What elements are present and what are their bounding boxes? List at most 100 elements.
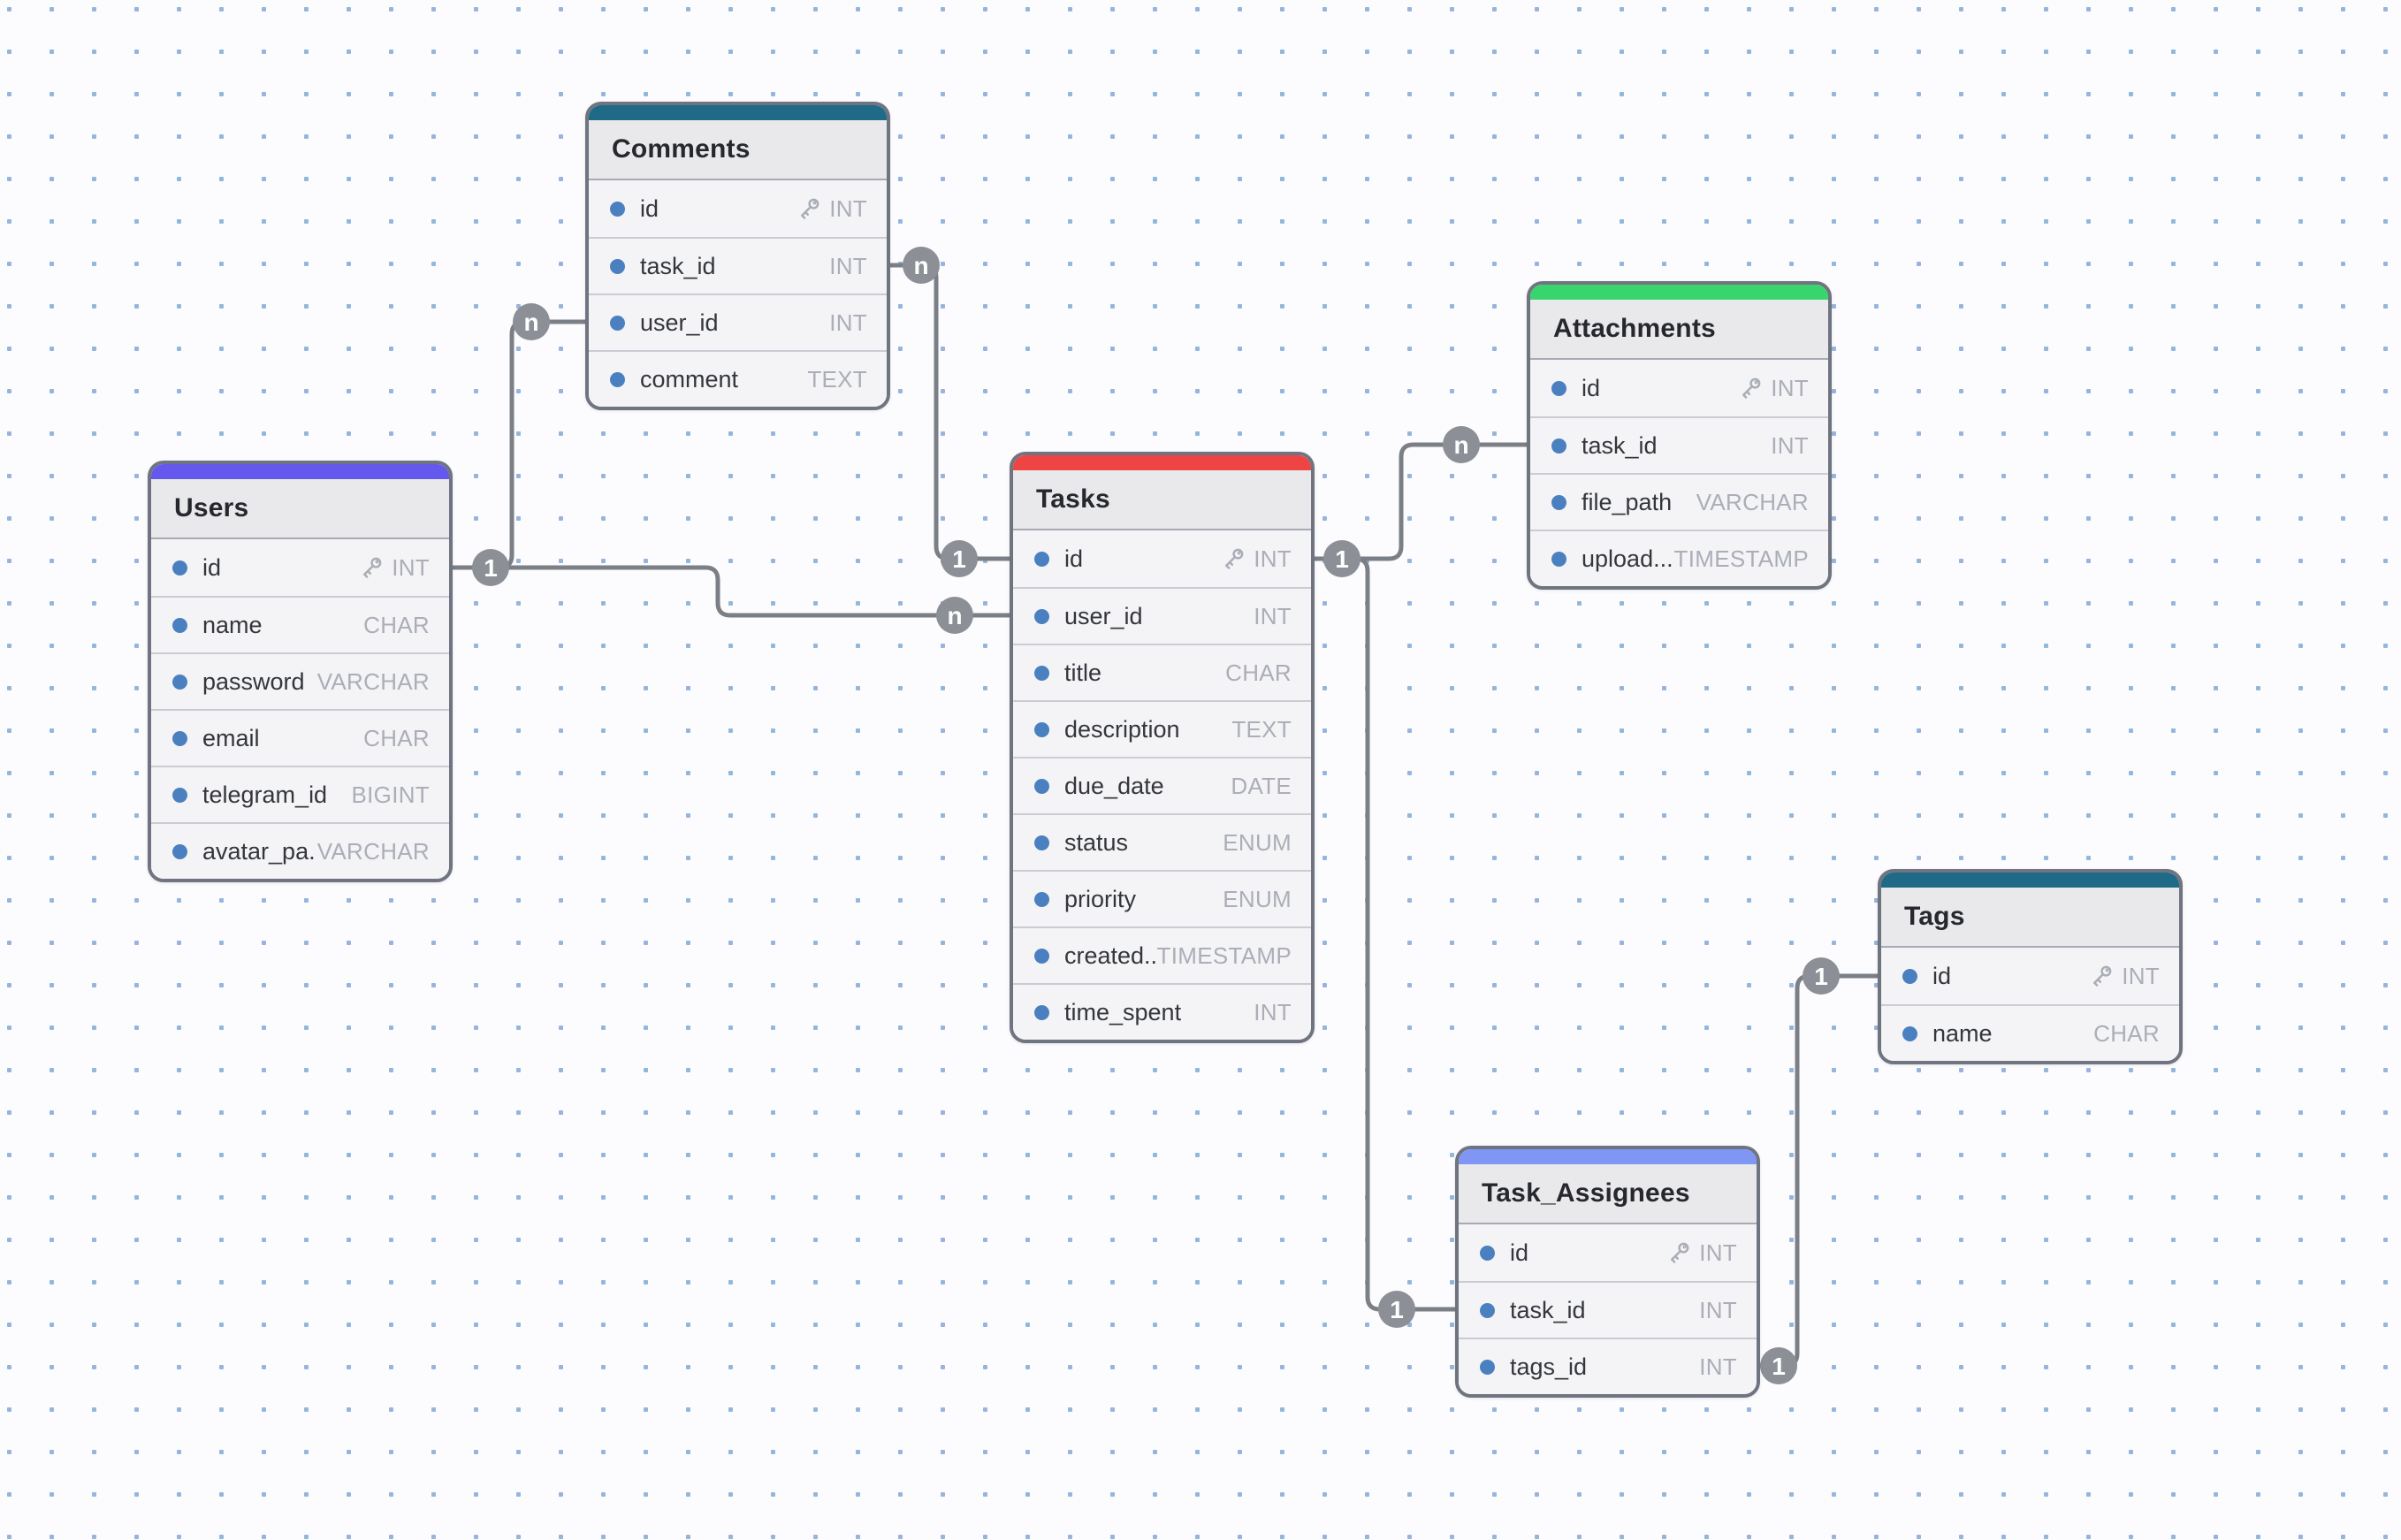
- svg-text:1: 1: [1335, 545, 1349, 573]
- table-title[interactable]: Tags: [1881, 888, 2179, 948]
- field-row-id[interactable]: id INT: [151, 539, 449, 596]
- table-tasks[interactable]: Tasks id INT user_id INT title CHAR: [1010, 452, 1315, 1043]
- cardinality-marker-1: 1: [1378, 1291, 1415, 1328]
- field-name: user_id: [640, 309, 829, 337]
- table-rows: id INT name CHAR password VARCHAR email: [151, 539, 449, 879]
- field-row-name[interactable]: name CHAR: [151, 596, 449, 652]
- field-type-label: INT: [1254, 999, 1292, 1026]
- field-type: TEXT: [1231, 716, 1292, 743]
- svg-text:n: n: [1453, 431, 1468, 459]
- table-title[interactable]: Task_Assignees: [1459, 1164, 1757, 1224]
- field-type: ENUM: [1223, 829, 1292, 857]
- field-row-avatar_pa[interactable]: avatar_pa... VARCHAR: [151, 822, 449, 879]
- field-name: id: [1064, 545, 1221, 573]
- field-row-id[interactable]: id INT: [1530, 360, 1828, 416]
- field-dot-icon: [172, 788, 187, 803]
- cardinality-marker-1: 1: [941, 540, 978, 577]
- field-name: telegram_id: [202, 781, 352, 809]
- primary-key-icon: [1738, 376, 1763, 400]
- field-type-label: CHAR: [363, 725, 430, 752]
- field-type: VARCHAR: [1696, 489, 1809, 516]
- field-row-due_date[interactable]: due_date DATE: [1013, 757, 1311, 813]
- field-row-file_path[interactable]: file_path VARCHAR: [1530, 473, 1828, 530]
- table-accent-bar: [1013, 455, 1311, 470]
- table-title[interactable]: Comments: [589, 120, 887, 180]
- field-name: id: [640, 195, 797, 223]
- table-title[interactable]: Attachments: [1530, 300, 1828, 360]
- field-dot-icon: [172, 560, 187, 576]
- field-type-label: TIMESTAMP: [1157, 942, 1292, 970]
- field-row-task_id[interactable]: task_id INT: [1459, 1281, 1757, 1338]
- field-type: INT: [797, 195, 867, 223]
- field-type: CHAR: [1225, 659, 1292, 687]
- field-dot-icon: [1551, 381, 1566, 396]
- field-type-label: INT: [2122, 963, 2160, 990]
- field-row-telegram_id[interactable]: telegram_id BIGINT: [151, 766, 449, 822]
- field-type-label: INT: [1699, 1239, 1737, 1267]
- field-dot-icon: [610, 202, 625, 217]
- field-type: INT: [1221, 545, 1292, 573]
- field-dot-icon: [1034, 779, 1049, 794]
- field-row-status[interactable]: status ENUM: [1013, 813, 1311, 870]
- table-task_assignees[interactable]: Task_Assignees id INT task_id INT tags_i…: [1455, 1146, 1760, 1398]
- field-type-label: TEXT: [1231, 716, 1292, 743]
- primary-key-icon: [797, 196, 821, 221]
- field-type-label: INT: [829, 309, 867, 337]
- field-dot-icon: [1034, 835, 1049, 850]
- field-name: avatar_pa...: [202, 838, 317, 865]
- field-row-id[interactable]: id INT: [1013, 530, 1311, 587]
- field-row-user_id[interactable]: user_id INT: [589, 294, 887, 350]
- field-type: VARCHAR: [317, 838, 430, 865]
- field-dot-icon: [1034, 609, 1049, 624]
- field-row-comment[interactable]: comment TEXT: [589, 350, 887, 407]
- field-row-created[interactable]: created... TIMESTAMP: [1013, 926, 1311, 983]
- table-users[interactable]: Users id INT name CHAR password VARCHAR: [148, 461, 453, 882]
- field-row-user_id[interactable]: user_id INT: [1013, 587, 1311, 644]
- field-row-password[interactable]: password VARCHAR: [151, 652, 449, 709]
- table-tags[interactable]: Tags id INT name CHAR: [1878, 869, 2183, 1064]
- field-dot-icon: [1034, 722, 1049, 737]
- table-comments[interactable]: Comments id INT task_id INT user_id INT: [585, 102, 890, 410]
- field-type-label: TEXT: [807, 366, 867, 393]
- table-title[interactable]: Tasks: [1013, 470, 1311, 530]
- field-type: VARCHAR: [317, 668, 430, 696]
- field-row-tags_id[interactable]: tags_id INT: [1459, 1338, 1757, 1394]
- svg-text:1: 1: [1772, 1353, 1786, 1380]
- field-type: TIMESTAMP: [1674, 545, 1809, 573]
- field-row-description[interactable]: description TEXT: [1013, 700, 1311, 757]
- field-type: TEXT: [807, 366, 867, 393]
- field-row-name[interactable]: name CHAR: [1881, 1004, 2179, 1061]
- field-row-priority[interactable]: priority ENUM: [1013, 870, 1311, 926]
- field-row-time_spent[interactable]: time_spent INT: [1013, 983, 1311, 1040]
- field-row-task_id[interactable]: task_id INT: [589, 237, 887, 294]
- field-row-email[interactable]: email CHAR: [151, 709, 449, 766]
- svg-text:1: 1: [952, 545, 966, 573]
- field-dot-icon: [172, 844, 187, 859]
- cardinality-marker-n: n: [1443, 426, 1480, 463]
- field-dot-icon: [172, 731, 187, 746]
- field-row-upload[interactable]: upload... TIMESTAMP: [1530, 530, 1828, 586]
- table-attachments[interactable]: Attachments id INT task_id INT file_path…: [1527, 281, 1832, 590]
- field-type-label: CHAR: [363, 612, 430, 639]
- field-type: INT: [1738, 375, 1809, 402]
- field-type-label: VARCHAR: [317, 838, 430, 865]
- field-row-title[interactable]: title CHAR: [1013, 644, 1311, 700]
- field-row-id[interactable]: id INT: [589, 180, 887, 237]
- field-dot-icon: [1034, 1005, 1049, 1020]
- field-row-id[interactable]: id INT: [1881, 948, 2179, 1004]
- field-row-id[interactable]: id INT: [1459, 1224, 1757, 1281]
- table-title[interactable]: Users: [151, 479, 449, 539]
- field-type-label: VARCHAR: [1696, 489, 1809, 516]
- table-rows: id INT task_id INT user_id INT comment: [589, 180, 887, 407]
- field-name: id: [1510, 1239, 1666, 1267]
- primary-key-icon: [359, 555, 384, 580]
- field-dot-icon: [1551, 552, 1566, 567]
- field-name: time_spent: [1064, 999, 1254, 1026]
- field-name: file_path: [1582, 489, 1696, 516]
- field-dot-icon: [610, 372, 625, 387]
- field-row-task_id[interactable]: task_id INT: [1530, 416, 1828, 473]
- field-type-label: TIMESTAMP: [1674, 545, 1809, 573]
- field-type: INT: [829, 309, 867, 337]
- table-accent-bar: [589, 105, 887, 120]
